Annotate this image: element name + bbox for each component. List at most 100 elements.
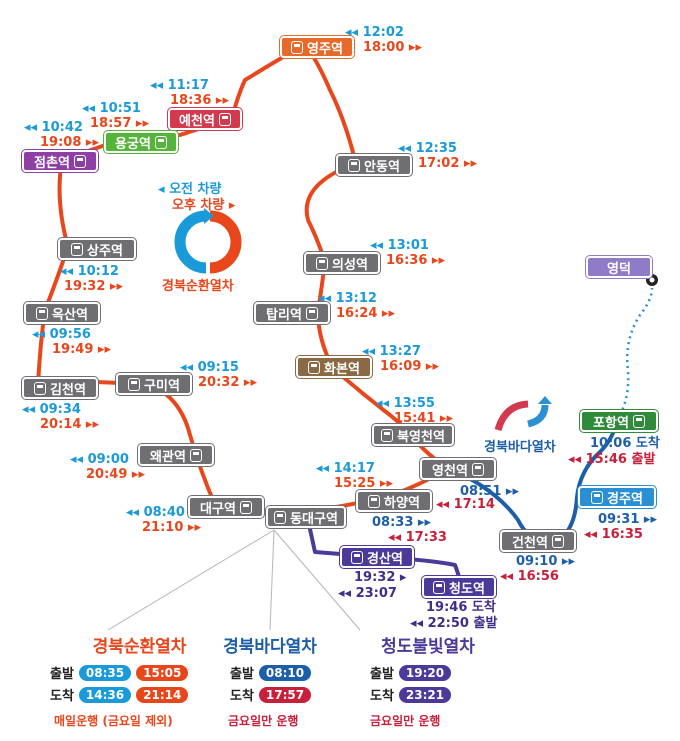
time-depart: ◂◂ 15:46 출발: [568, 452, 656, 467]
station-andong[interactable]: 안동역: [336, 154, 412, 176]
time-sea-pm: ◂◂ 17:33: [388, 530, 447, 545]
station-yecheon[interactable]: 예천역: [168, 108, 242, 130]
train-icon: [34, 381, 47, 395]
legend-note: 금요일만 운행: [370, 714, 441, 728]
station-gumi[interactable]: 구미역: [116, 373, 192, 395]
sea-arc-blue: [527, 404, 549, 428]
legend-sea-title: 경북바다열차: [223, 637, 317, 657]
callout-line: [107, 529, 275, 631]
station-yeongcheon[interactable]: 영천역: [420, 458, 496, 480]
time-am: ◂◂ 13:27: [362, 344, 421, 359]
train-icon: [348, 158, 361, 172]
station-uiseong[interactable]: 의성역: [304, 252, 380, 274]
station-sangju[interactable]: 상주역: [58, 238, 136, 260]
train-icon: [36, 306, 49, 320]
time-am: ◂◂ 09:15: [180, 360, 239, 375]
time-am: ◂◂ 12:35: [398, 141, 457, 156]
arr-pm: 21:14: [136, 686, 189, 703]
time-am: ◂◂ 13:12: [318, 291, 377, 306]
train-icon: [316, 256, 329, 270]
arr-time: 23:21: [398, 686, 452, 703]
time-night: 19:32 ▸: [354, 570, 407, 585]
train-icon: [154, 135, 167, 149]
station-waegwan[interactable]: 왜관역: [138, 444, 214, 466]
time-am: ◂◂ 11:17: [150, 78, 209, 93]
arr-label: 도착: [50, 689, 74, 704]
station-dongdaegu[interactable]: 동대구역: [266, 506, 346, 528]
arr-time: 17:57: [258, 686, 312, 703]
time-arrive: 10:06 도착: [590, 436, 660, 451]
train-icon: [591, 490, 604, 504]
station-cheongdo[interactable]: 청도역: [422, 576, 496, 598]
circle-am-arc: [174, 210, 207, 274]
time-am: ◂◂ 10:42: [24, 120, 83, 135]
legend-loop-title: 경북순환열차: [92, 637, 187, 657]
sea-arc-red: [494, 400, 529, 432]
time-pm: 16:09 ▸▸: [380, 359, 439, 374]
time-pm: 19:08 ▸▸: [40, 135, 99, 150]
train-icon: [71, 242, 84, 256]
train-icon: [632, 414, 645, 428]
station-geoncheon[interactable]: 건천역: [500, 530, 576, 552]
time-pm: 16:24 ▸▸: [336, 306, 395, 321]
train-icon: [128, 377, 141, 391]
station-gyeongju[interactable]: 경주역: [578, 486, 656, 508]
time-am: ◂◂ 09:00: [70, 452, 129, 467]
station-hwabon[interactable]: 화본역: [296, 356, 372, 378]
station-bugyeongcheon[interactable]: 북영천역: [372, 424, 454, 446]
station-daegu[interactable]: 대구역: [188, 496, 264, 518]
sea-train-label: 경북바다열차: [484, 440, 556, 455]
legend-am: ◂ 오전 차량: [158, 182, 222, 197]
sea-line: [447, 421, 619, 543]
time-pm: 15:41 ▸▸: [394, 411, 453, 426]
legend-pm: 오후 차량 ▸: [172, 198, 236, 213]
train-icon: [551, 534, 564, 548]
dotted-line: [615, 287, 654, 421]
arr-label: 도착: [370, 689, 394, 704]
train-icon: [351, 550, 364, 564]
time-sea: 08:33 ▸▸: [372, 515, 431, 530]
station-pohang[interactable]: 포항역: [580, 410, 658, 432]
station-yeongju[interactable]: 영주역: [280, 36, 354, 58]
station-gimcheon[interactable]: 김천역: [22, 377, 98, 399]
station-jeomchon[interactable]: 점촌역: [22, 150, 98, 172]
station-oksan[interactable]: 옥산역: [24, 302, 100, 324]
train-icon: [291, 40, 304, 54]
station-hayang[interactable]: 하양역: [356, 490, 432, 512]
station-tamni[interactable]: 탑리역: [254, 302, 330, 324]
time-pm: 18:57 ▸▸: [90, 116, 149, 131]
dep-label: 출발: [370, 667, 394, 682]
station-yonggung[interactable]: 용궁역: [104, 131, 178, 153]
time-pm: 19:32 ▸▸: [64, 279, 123, 294]
time-am: ◂◂ 08:40: [126, 505, 185, 520]
dep-pm: 15:05: [136, 664, 189, 681]
time-am: ◂◂ 12:02: [345, 25, 404, 40]
time-pm: 16:36 ▸▸: [386, 253, 445, 268]
time-am: ◂◂ 09:34: [22, 402, 81, 417]
legend-circle-label: 경북순환열차: [162, 279, 234, 294]
time-am: ◂◂ 09:56: [32, 327, 91, 342]
train-icon: [381, 428, 394, 442]
station-gyeongsan[interactable]: 경산역: [340, 546, 414, 568]
time-pm: 21:10 ▸▸: [142, 520, 201, 535]
train-icon: [308, 360, 321, 374]
time-am: ◂◂ 14:17: [316, 461, 375, 476]
time-pm: 18:36 ▸▸: [170, 93, 229, 108]
time-am: ◂◂ 10:51: [82, 101, 141, 116]
legend-note: 매일운행 (금요일 제외): [54, 714, 173, 728]
time-pm: 19:49 ▸▸: [52, 342, 111, 357]
time-pm: 20:49 ▸▸: [86, 467, 145, 482]
dep-am: 08:35: [78, 664, 132, 681]
station-yeongdeok[interactable]: 영덕: [586, 256, 652, 278]
legend-note: 금요일만 운행: [228, 714, 299, 728]
callout-line: [273, 529, 361, 631]
train-icon: [274, 510, 287, 524]
time-depart: ◂◂ 22:50 출발: [410, 616, 498, 631]
callout-line: [269, 529, 275, 631]
time-pm: 17:02 ▸▸: [418, 156, 477, 171]
time-sea-pm: ◂◂ 16:56: [500, 569, 559, 584]
time-sea: 09:31 ▸▸: [598, 512, 657, 527]
